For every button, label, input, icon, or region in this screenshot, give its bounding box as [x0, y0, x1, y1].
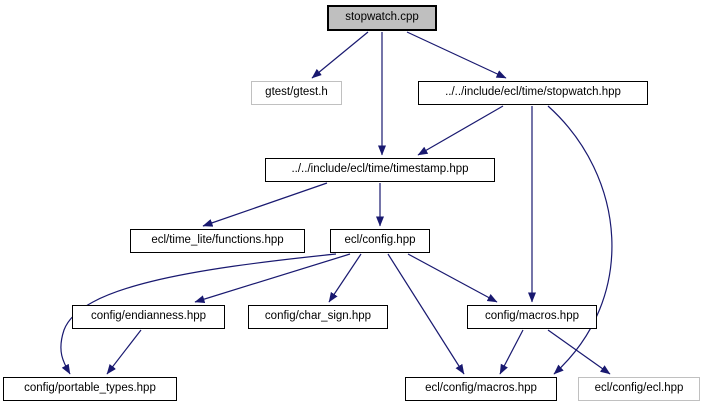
edge-stopwatch-cpp-to-gtest-h [311, 31, 369, 79]
node-stopwatch-hpp[interactable]: ../../include/ecl/time/stopwatch.hpp [418, 81, 648, 105]
node-stopwatch-cpp: stopwatch.cpp [327, 5, 437, 31]
node-char-sign-hpp[interactable]: config/char_sign.hpp [248, 305, 388, 329]
edge-timestamp-hpp-to-functions-hpp [202, 182, 328, 227]
node-ecl-config-ecl-hpp: ecl/config/ecl.hpp [578, 377, 700, 401]
node-functions-hpp[interactable]: ecl/time_lite/functions.hpp [130, 229, 305, 253]
node-endianness-hpp[interactable]: config/endianness.hpp [72, 305, 225, 329]
node-config-macros-hpp[interactable]: config/macros.hpp [467, 305, 597, 329]
edge-endianness-hpp-to-portable-types-hpp [106, 329, 142, 375]
node-gtest-h: gtest/gtest.h [251, 81, 342, 105]
node-portable-types-hpp[interactable]: config/portable_types.hpp [3, 377, 177, 401]
edge-stopwatch-hpp-to-timestamp-hpp [417, 105, 504, 156]
edge-stopwatch-hpp-to-ecl-config-macros-hpp [547, 105, 613, 375]
edge-config-macros-hpp-to-ecl-config-macros-hpp [499, 329, 524, 375]
edge-config-hpp-to-ecl-config-macros-hpp [387, 253, 465, 375]
edge-config-hpp-to-char-sign-hpp [328, 253, 362, 303]
edge-config-hpp-to-endianness-hpp [194, 253, 351, 304]
edge-config-hpp-to-config-macros-hpp [407, 253, 498, 303]
node-timestamp-hpp[interactable]: ../../include/ecl/time/timestamp.hpp [265, 158, 495, 182]
node-ecl-config-macros-hpp[interactable]: ecl/config/macros.hpp [405, 377, 557, 401]
edge-config-hpp-to-portable-types-hpp [60, 253, 337, 375]
edge-stopwatch-cpp-to-stopwatch-hpp [406, 31, 507, 79]
edge-config-macros-hpp-to-ecl-config-ecl-hpp [547, 329, 611, 375]
node-config-hpp[interactable]: ecl/config.hpp [330, 229, 430, 253]
